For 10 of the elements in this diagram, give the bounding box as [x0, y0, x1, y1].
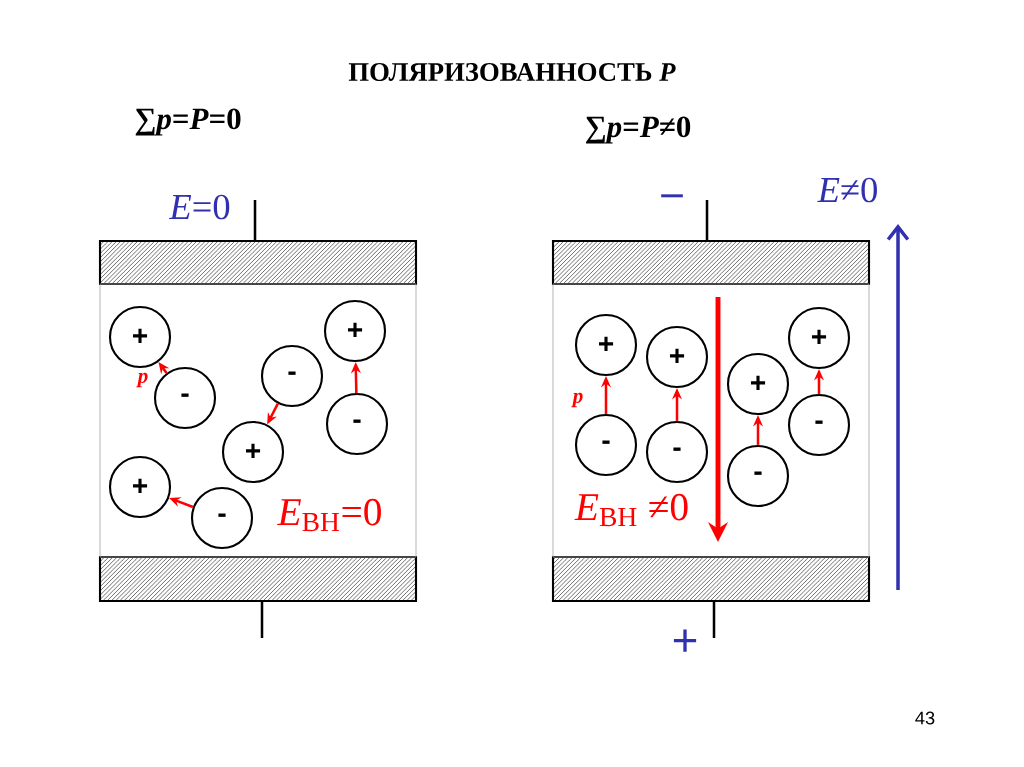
- field-label: E≠0: [817, 177, 877, 203]
- polarity-sign: +: [673, 629, 697, 652]
- polarity-sign: –: [661, 194, 683, 198]
- title: ПОЛЯРИЗОВАННОСТЬ P: [348, 63, 676, 81]
- field-label: E=0: [169, 194, 230, 220]
- edge-label: p: [136, 371, 150, 389]
- edge-label: p: [571, 391, 585, 409]
- sum-formula: ∑p=P=0: [135, 108, 241, 136]
- page-number: 43: [915, 711, 935, 725]
- sum-formula: ∑p=P≠0: [586, 116, 691, 144]
